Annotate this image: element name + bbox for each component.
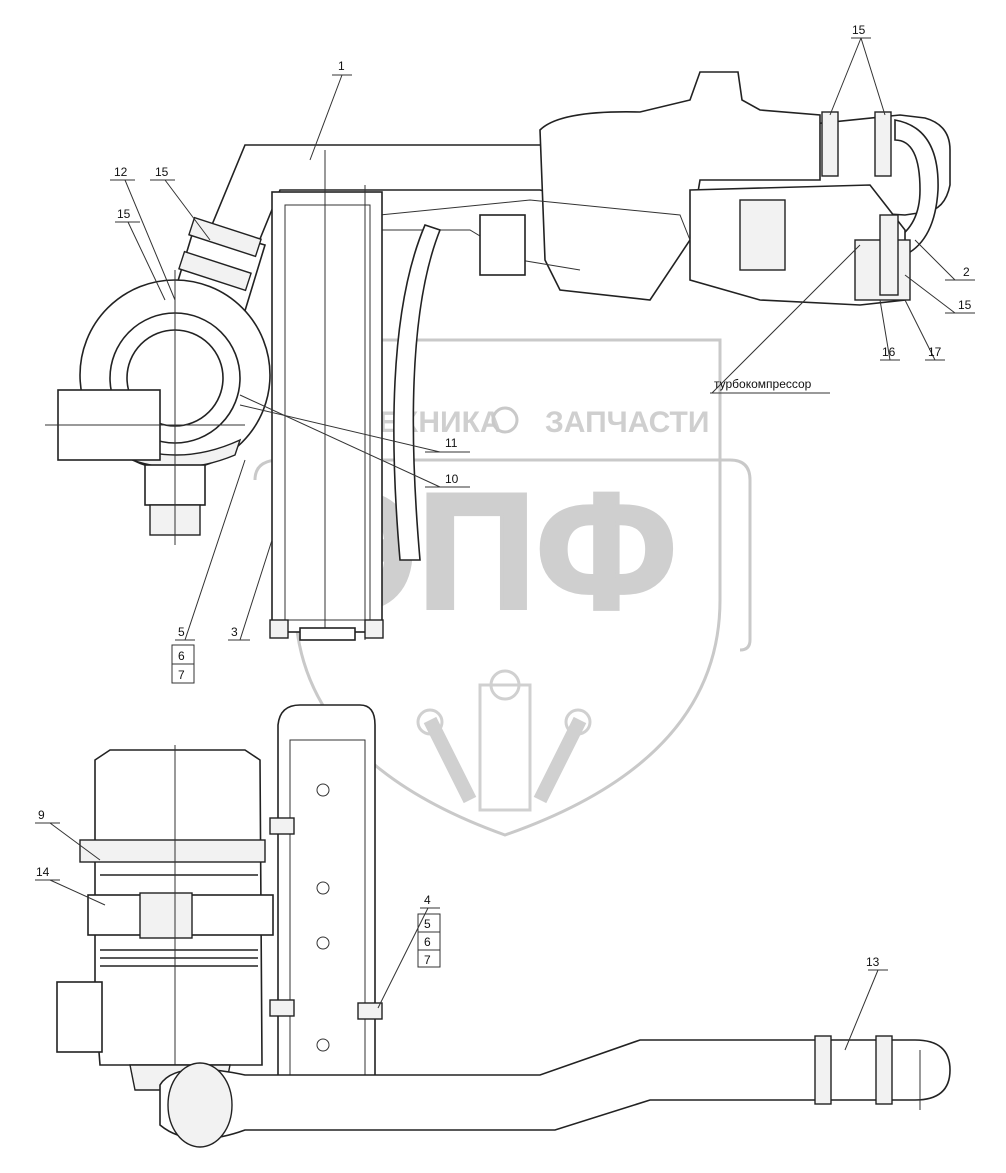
callout-11: 11 [445, 436, 458, 450]
callout-7-bottom: 7 [424, 953, 431, 967]
callout-5-bottom: 5 [424, 917, 431, 931]
callout-9: 9 [38, 808, 45, 822]
callout-17: 17 [928, 345, 942, 359]
watermark-left-text: ТЕХНИКА [360, 406, 502, 439]
wheat-icon [416, 669, 592, 812]
callout-7-top: 7 [178, 668, 185, 682]
callout-6-top: 6 [178, 649, 185, 663]
callout-10: 10 [445, 472, 459, 486]
lower-intake-pipe [159, 1035, 951, 1148]
callout-3: 3 [231, 625, 238, 639]
gear-icon [491, 406, 519, 434]
callout-6-bottom: 6 [424, 935, 431, 949]
callout-labels: 1 15 12 15 15 2 15 16 17 турбокомпрессор… [36, 23, 972, 969]
callout-12: 12 [114, 165, 128, 179]
callout-15-left-b: 15 [117, 207, 131, 221]
callout-1: 1 [338, 59, 345, 73]
callout-14: 14 [36, 865, 50, 879]
cooler-panel-top-view [269, 165, 384, 641]
callout-13: 13 [866, 955, 880, 969]
air-filter-side-view [56, 745, 274, 1091]
callout-2: 2 [963, 265, 970, 279]
air-filter-top-view [45, 270, 271, 545]
cooler-panel-side-view [269, 704, 383, 1086]
callout-15-right-side: 15 [958, 298, 972, 312]
callout-5-top: 5 [178, 625, 185, 639]
callout-4: 4 [424, 893, 431, 907]
leader-lines [35, 37, 975, 1051]
turbo-label: турбокомпрессор [714, 377, 812, 391]
callout-15-left-a: 15 [155, 165, 169, 179]
callout-16: 16 [882, 345, 896, 359]
turbocharger-block [379, 71, 911, 561]
callout-15-top-right: 15 [852, 23, 866, 37]
callout-boxes [171, 644, 441, 968]
watermark-right-text: ЗАПЧАСТИ [545, 406, 709, 439]
